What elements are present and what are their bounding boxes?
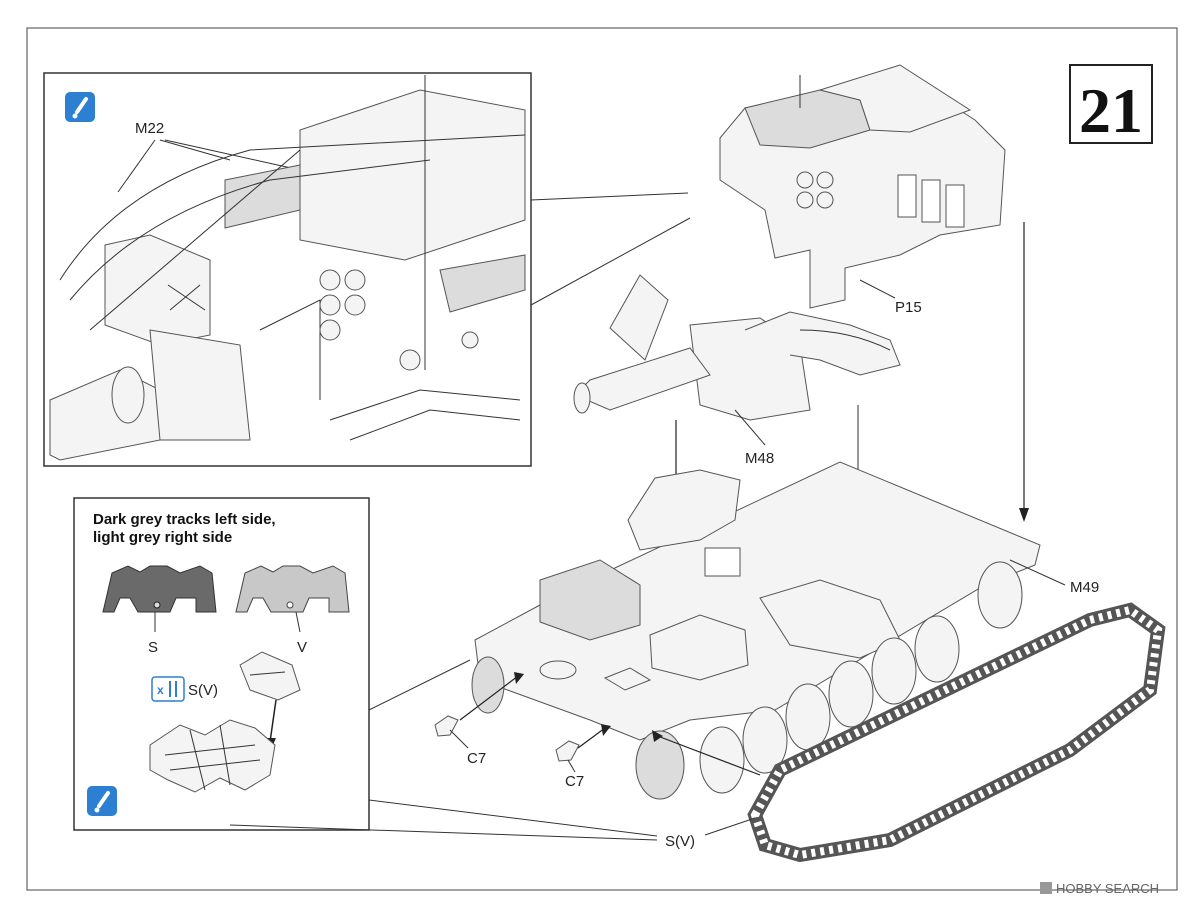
single-link-drawing xyxy=(239,651,301,701)
part-c7-left xyxy=(434,715,459,737)
part-c7-right xyxy=(555,740,580,762)
label-m22: M22 xyxy=(135,120,164,137)
watermark-logo-icon xyxy=(1040,882,1052,894)
info-icon xyxy=(65,92,95,122)
road-wheels xyxy=(471,561,1023,800)
quantity-icon: x xyxy=(151,676,185,702)
label-m49: M49 xyxy=(1070,579,1099,596)
label-m48: M48 xyxy=(745,450,774,467)
label-v: V xyxy=(297,639,307,656)
part-m48-gun xyxy=(573,274,901,421)
assembled-links-drawing xyxy=(149,719,276,793)
label-c7-right: C7 xyxy=(565,773,584,790)
page-frame xyxy=(26,27,1178,891)
callout-line xyxy=(530,192,689,201)
label-sv-inset: S(V) xyxy=(188,682,218,699)
watermark: HOBBY SEARCH xyxy=(1040,881,1159,896)
detail-inset-top: M22 xyxy=(43,72,691,467)
track-link-dark xyxy=(102,565,217,613)
callout-line xyxy=(229,824,658,841)
track-run xyxy=(747,602,1166,863)
step-number: 21 xyxy=(1079,75,1143,146)
label-sv-bottom: S(V) xyxy=(665,833,695,850)
quantity-badge-text: x xyxy=(157,683,164,697)
watermark-brand: HOBBY SEARCH xyxy=(1056,881,1159,896)
label-s: S xyxy=(148,639,158,656)
track-note-line2: light grey right side xyxy=(93,529,232,546)
track-link-light xyxy=(235,565,350,613)
callout-line xyxy=(368,799,658,837)
label-p15: P15 xyxy=(895,299,922,316)
track-note-line1: Dark grey tracks left side, xyxy=(93,511,276,528)
vehicle-hull xyxy=(474,461,1041,741)
step-number-box: 21 xyxy=(1069,64,1153,146)
fighting-compartment-detail xyxy=(49,75,526,461)
callout-line xyxy=(530,217,691,306)
info-icon xyxy=(87,786,117,816)
callout-line xyxy=(368,659,471,711)
track-inset: Dark grey tracks left side, light grey r… xyxy=(73,497,658,841)
part-p15-superstructure xyxy=(719,64,1006,309)
label-c7-left: C7 xyxy=(467,750,486,767)
